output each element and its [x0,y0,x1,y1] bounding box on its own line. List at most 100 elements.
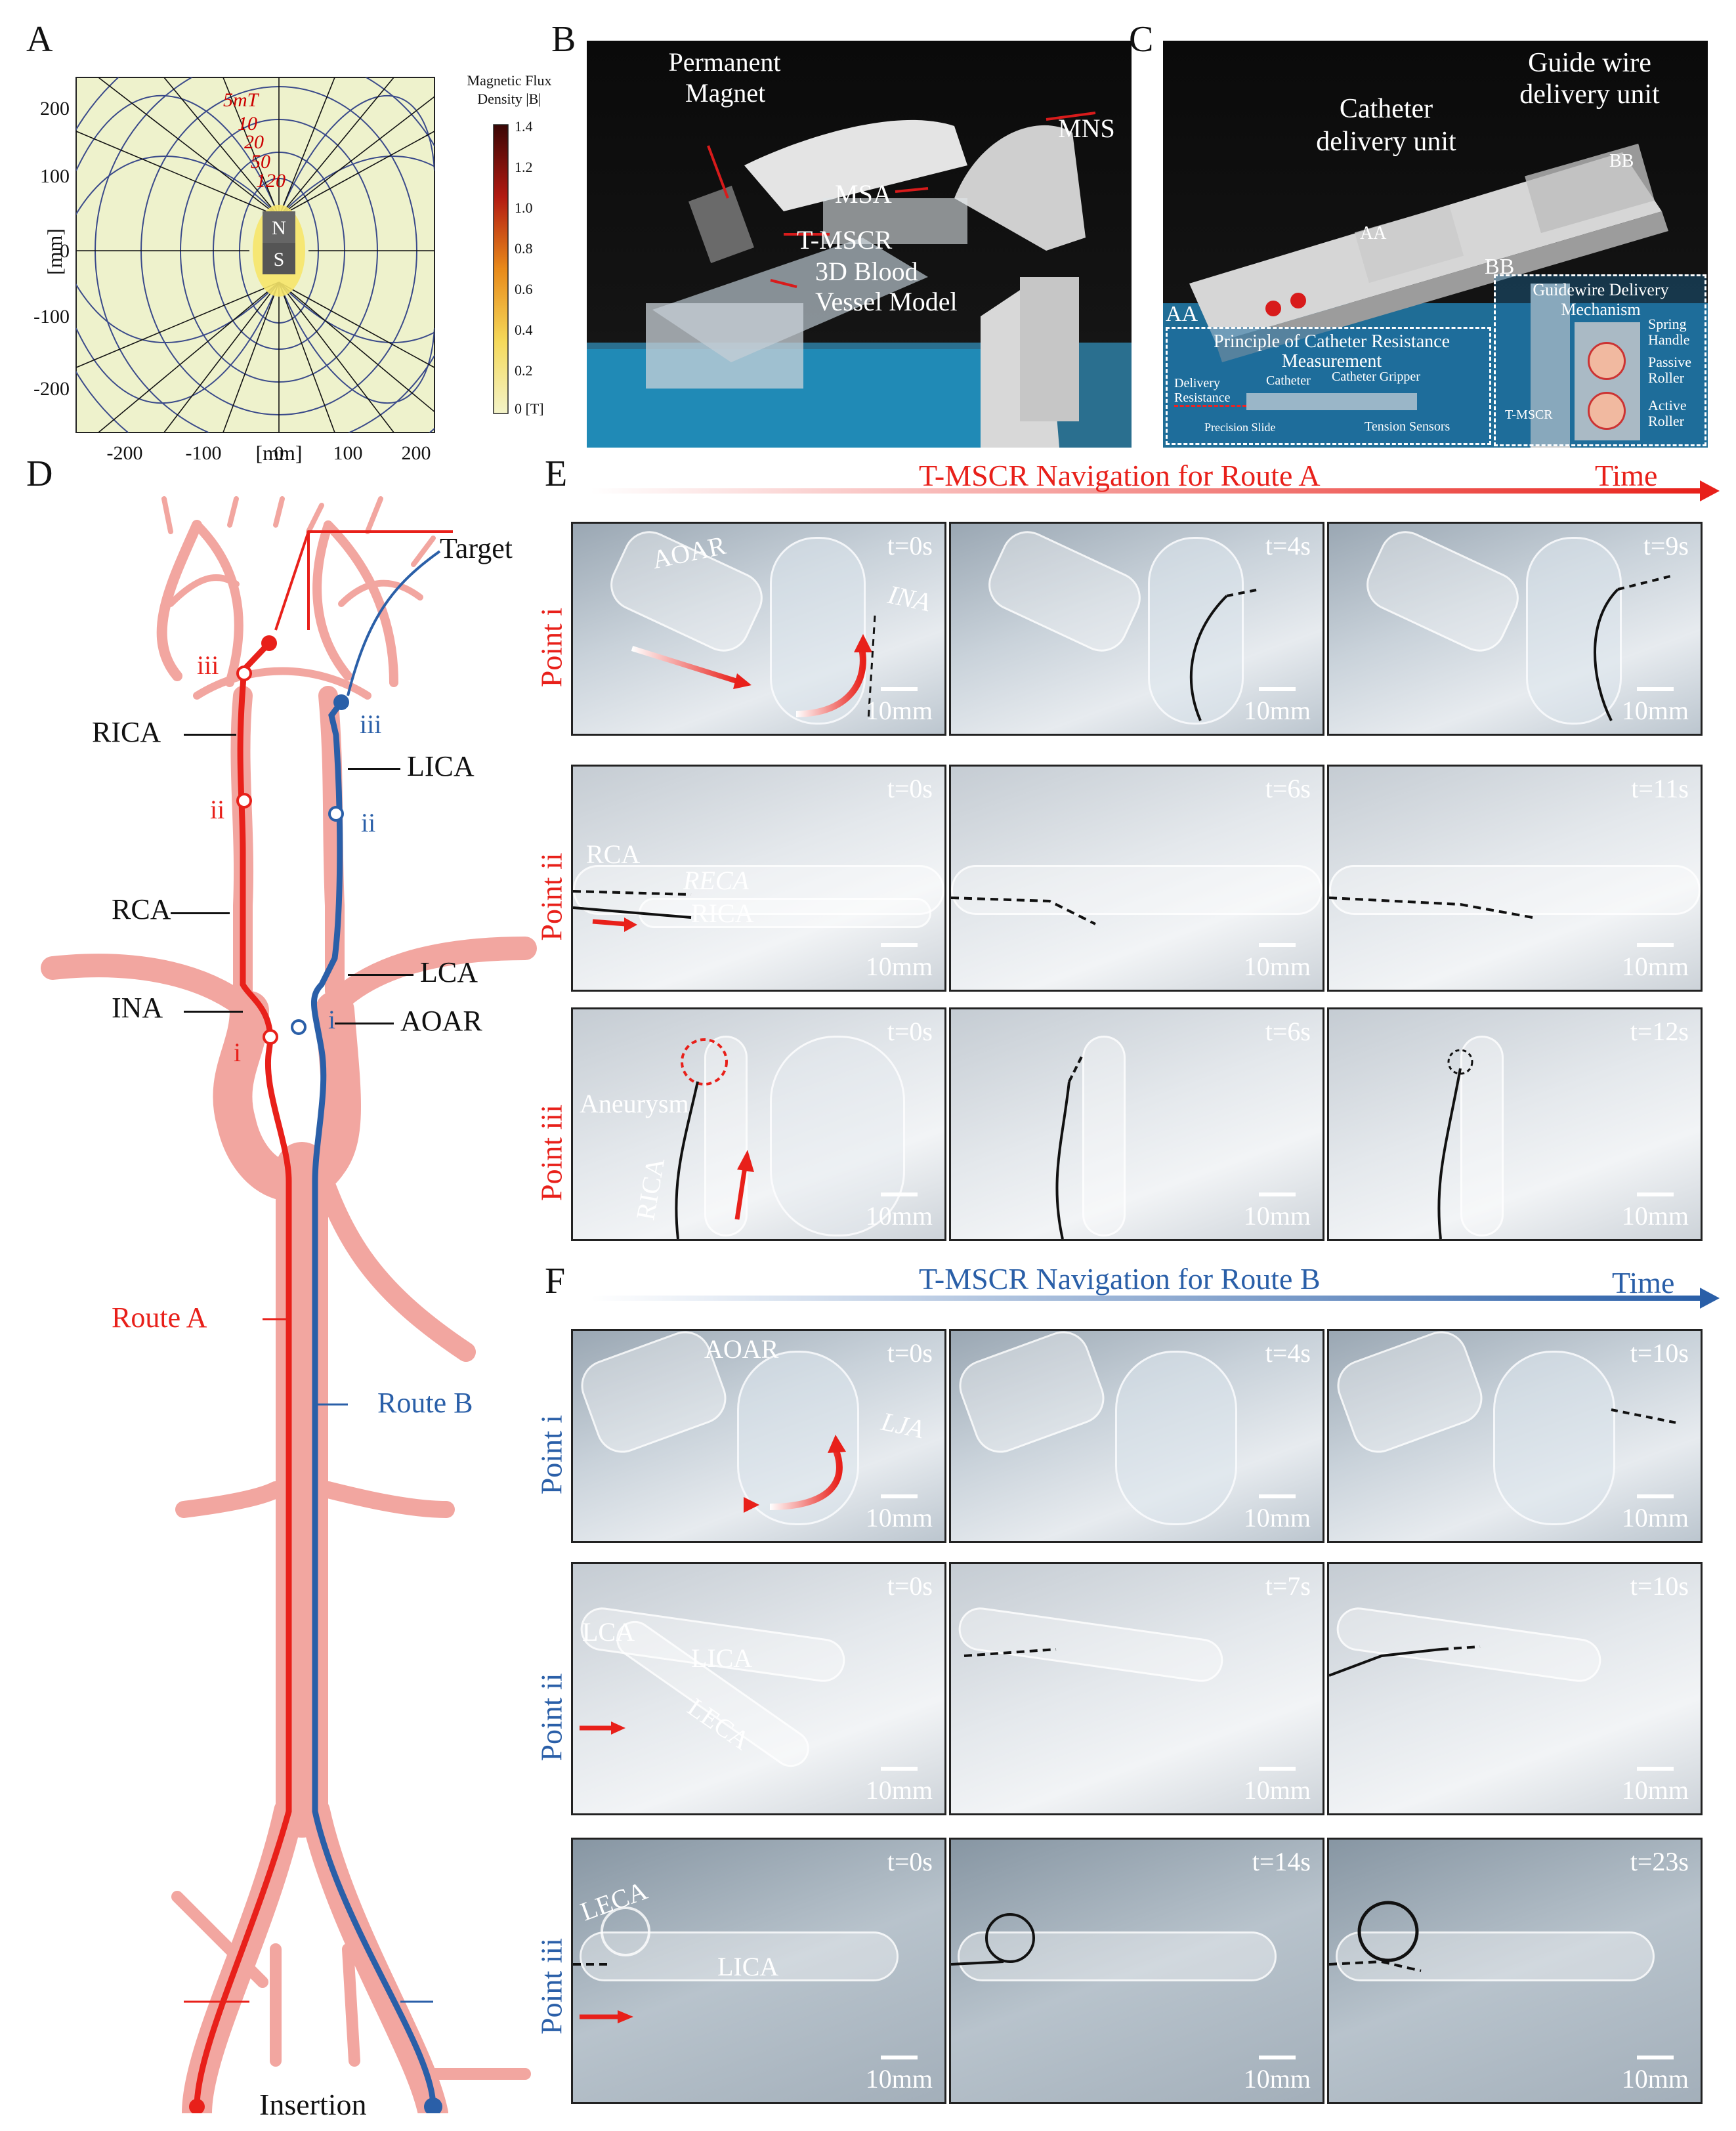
panel-e-time: t=6s [1265,774,1311,803]
panel-b-label-tmscr: T-MSCR [797,225,893,255]
panel-e-row-2-label: Point ii [534,853,568,941]
panel-a-cbar-tick: 1.0 [515,200,533,216]
panel-d-point-ii-a-label: ii [210,795,225,824]
panel-d-label-route-a: Route A [112,1301,207,1334]
panel-f-row-1-label: Point i [534,1414,568,1495]
panel-a-contour-10: 10 [238,113,257,135]
panel-d-point-i-a-label: i [234,1038,242,1067]
panel-e-time: t=12s [1630,1017,1689,1046]
panel-e-frame-1-3: t=9s 10mm [1327,522,1703,736]
panel-a-contour-50: 50 [251,151,270,173]
panel-a-contour-lines [76,77,434,433]
panel-a-field-plot: N S 5mT 10 20 50 120 -200 -100 0 100 200… [0,0,564,473]
panel-c-aa-box: Principle of Catheter Resistance Measure… [1166,327,1491,445]
panel-f-frame-1-1: AOAR LJA t=0s 10mm [571,1329,946,1543]
panel-e-scale: 10mm [1622,1192,1689,1231]
panel-c-photo: Guide wire delivery unit Catheter delive… [1163,41,1708,448]
panel-e-vessel-reca: RECA [683,866,749,895]
panel-c-bb-roller-1: Roller [1648,369,1684,386]
panel-f-scale: 10mm [1244,1494,1311,1533]
panel-e-scale: 10mm [866,1192,933,1231]
panel-a-ytick: 0 [60,240,70,262]
panel-e-time: t=0s [887,774,933,803]
panel-e-title: T-MSCR Navigation for Route A [919,459,1321,492]
panel-a-contour-120: 120 [256,170,286,192]
panel-e-time: t=9s [1643,531,1689,560]
panel-f-scale: 10mm [1622,1767,1689,1805]
panel-f-frame-2-3: t=10s 10mm [1327,1562,1703,1815]
panel-a-magnet-south [263,243,295,274]
panel-a-cbar-tick: 0.4 [515,322,533,338]
panel-f-scale: 10mm [1622,2056,1689,2094]
panel-e-time: t=11s [1631,774,1689,803]
panel-f-frame-3-2: t=14s 10mm [949,1838,1324,2104]
panel-b-label-mns: MNS [1058,114,1115,143]
panel-c-bb-roller-2: Roller [1648,413,1684,429]
panel-d-point-ii-b-label: ii [361,808,376,837]
panel-d-point-iii-a [236,665,252,681]
panel-c-title-catheter-2: delivery unit [1316,127,1456,157]
panel-b-letter: B [551,19,576,60]
panel-f-scale: 10mm [866,1494,933,1533]
panel-d-point-ii-b [328,806,344,822]
panel-c-bb-box: Guidewire Delivery Mechanism Spring Hand… [1494,274,1706,446]
panel-f-header: T-MSCR Navigation for Route B Time [591,1260,1720,1313]
panel-e-scale: 10mm [1622,687,1689,726]
panel-f-letter: F [545,1261,566,1301]
panel-c-bb-small: BB [1609,151,1634,171]
panel-a-xtick: 0 [274,442,284,464]
panel-e-vessel-rca: RCA [586,839,641,869]
panel-d-label-lca: LCA [420,956,478,988]
panel-e-row-1-label: Point i [534,607,568,688]
panel-a-ytick: 200 [40,98,70,119]
panel-f-time: t=23s [1630,1847,1689,1876]
panel-d-label-route-b: Route B [377,1387,473,1419]
panel-a-xtick: 100 [333,442,363,464]
panel-a-cbar-title-1: Magnetic Flux [467,72,552,89]
panel-f-frame-3-3: t=23s 10mm [1327,1838,1703,2104]
panel-a-magnet-north [263,211,295,243]
panel-e-scale: 10mm [1244,943,1311,982]
panel-d-point-i-b [291,1019,307,1035]
panel-d-target-dot-a [261,635,277,651]
panel-b-permanent-magnet [688,186,754,263]
panel-d-label-aoar: AOAR [400,1005,482,1037]
panel-d-label-insertion: Insertion [259,2088,367,2121]
panel-f-vessel-lica-2: LICA [717,1952,779,1981]
panel-f-scale: 10mm [1244,2056,1311,2094]
panel-f-title: T-MSCR Navigation for Route B [919,1262,1321,1296]
panel-a-cbar-tick: 1.2 [515,159,533,175]
panel-f-time: t=0s [887,1571,933,1601]
panel-d-point-i-a [263,1029,278,1045]
panel-d-point-iii-a-label: iii [197,650,219,680]
panel-e-frame-1-2: t=4s 10mm [949,522,1324,736]
panel-b-label-magnet: Magnet [685,78,766,108]
panel-e-frame-3-2: t=6s 10mm [949,1007,1324,1241]
panel-c-aa-delivery: Delivery [1174,376,1220,390]
panel-f-time: t=0s [887,1338,933,1368]
panel-f-frame-2-1: LCA LICA LECA t=0s 10mm [571,1562,946,1815]
panel-c-bb-passive: Passive [1648,354,1691,370]
panel-d-point-i-b-label: i [328,1005,336,1034]
panel-a-cbar-title-2: Density |B| [477,91,541,107]
panel-a-ytick: -200 [33,378,70,400]
panel-e-scale: 10mm [1244,1192,1311,1231]
panel-f-time: t=7s [1265,1571,1311,1601]
panel-f-vessel-lca: LCA [582,1617,635,1647]
panel-e-time: t=0s [887,531,933,560]
panel-d-label-rica: RICA [92,716,161,748]
panel-c-title-guide-1: Guide wire [1528,48,1651,78]
panel-a-letter: A [26,19,53,60]
panel-e-scale: 10mm [866,943,933,982]
panel-f-frame-1-3: t=10s 10mm [1327,1329,1703,1543]
panel-a-ylabel: [mm] [43,228,67,276]
panel-f-scale: 10mm [866,1767,933,1805]
panel-a-n-label: N [272,217,286,239]
panel-c-bb-active: Active [1648,397,1687,413]
panel-d-point-iii-b-label: iii [360,709,382,739]
panel-c-aa-title-2: Measurement [1281,351,1382,371]
panel-d-route-b-path [311,700,436,2107]
panel-d-insertion-dot-a [189,2099,205,2113]
panel-c-bb-handle: Handle [1648,331,1690,348]
panel-d-point-ii-a [236,793,252,809]
